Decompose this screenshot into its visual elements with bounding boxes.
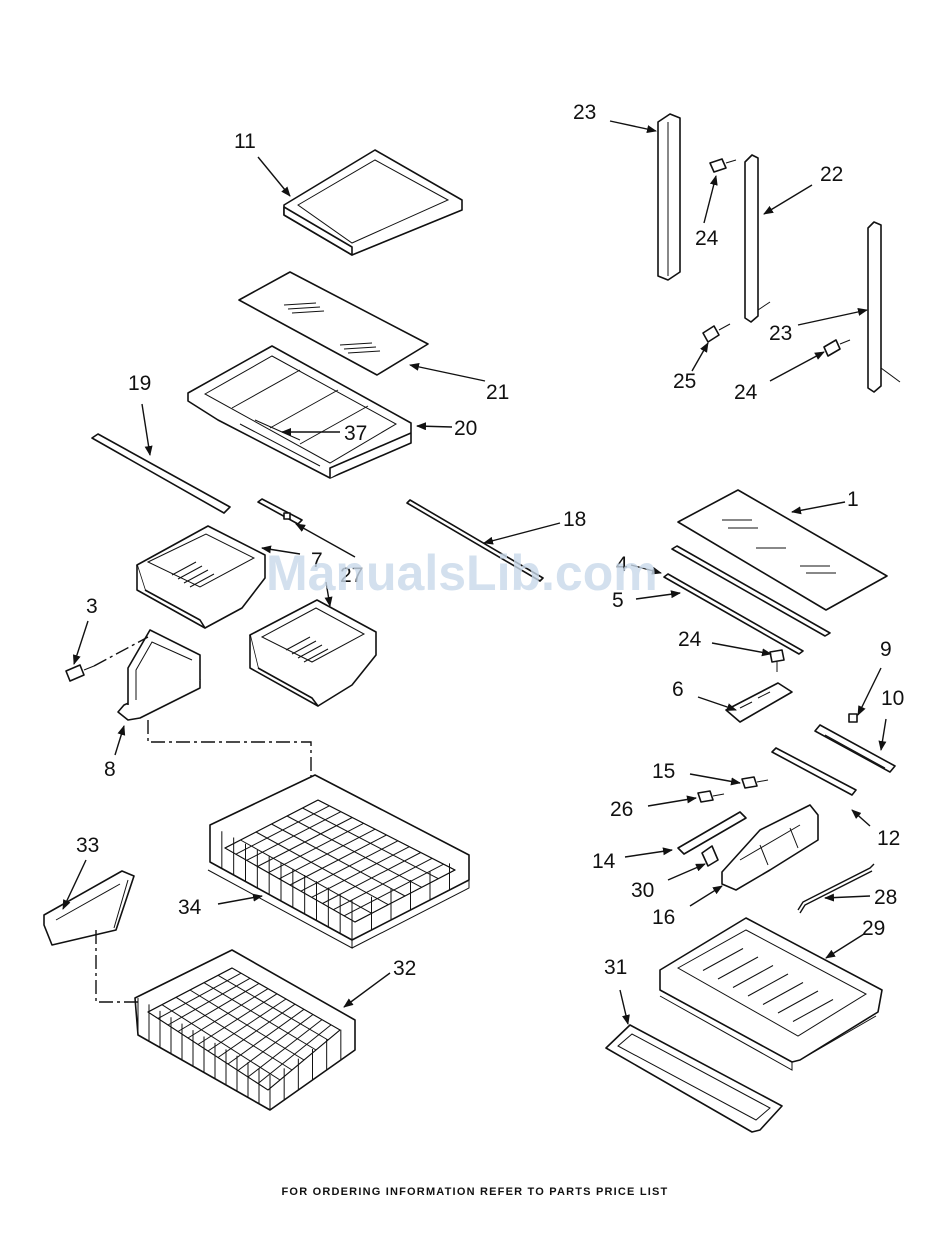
- callout-25: 25: [673, 370, 696, 393]
- tray-part-29: [660, 918, 882, 1070]
- divider-part-33: [44, 871, 134, 945]
- screw-part-25: [703, 324, 730, 342]
- callout-33: 33: [76, 834, 99, 857]
- clip-part-27: [258, 499, 302, 524]
- screw-part-24-middle: [770, 650, 784, 672]
- callout-9: 9: [880, 638, 892, 661]
- clip-part-30: [702, 846, 718, 866]
- rail-part-22: [745, 155, 770, 322]
- callout-24-lower: 24: [734, 381, 758, 404]
- rail-part-12: [772, 748, 856, 795]
- clip-part-9: [849, 714, 857, 722]
- screw-part-24-upper: [710, 159, 736, 172]
- trim-part-19: [92, 434, 230, 513]
- callout-3: 3: [86, 595, 98, 618]
- wire-basket-part-34: [208, 775, 469, 948]
- callout-6: 6: [672, 678, 684, 701]
- callout-8: 8: [104, 758, 116, 781]
- rail-part-23-right: [868, 222, 900, 392]
- screw-part-26: [698, 791, 724, 802]
- callout-30: 30: [631, 879, 654, 902]
- rail-part-23-left: [658, 114, 680, 280]
- callout-37: 37: [344, 422, 367, 445]
- screw-part-15: [742, 777, 768, 788]
- callout-20: 20: [454, 417, 477, 440]
- screw-part-3: [66, 665, 94, 681]
- callout-28: 28: [874, 886, 897, 909]
- callout-29: 29: [862, 917, 885, 940]
- callout-11: 11: [234, 130, 256, 153]
- callout-34: 34: [178, 896, 202, 919]
- wire-basket-part-32: [135, 950, 355, 1110]
- callout-24-upper: 24: [695, 227, 719, 250]
- shelf-frame-part-11: [284, 150, 462, 255]
- rod-part-28: [798, 864, 874, 913]
- callout-16: 16: [652, 906, 675, 929]
- callout-10: 10: [881, 687, 904, 710]
- callout-1: 1: [847, 488, 859, 511]
- rail-part-10: [815, 725, 895, 772]
- ordering-note: FOR ORDERING INFORMATION REFER TO PARTS …: [0, 1186, 950, 1198]
- callout-14: 14: [592, 850, 616, 873]
- callout-23-top: 23: [573, 101, 596, 124]
- callout-21: 21: [486, 381, 509, 404]
- bracket-part-6: [726, 683, 792, 722]
- callout-32: 32: [393, 957, 416, 980]
- callout-26: 26: [610, 798, 633, 821]
- callout-15: 15: [652, 760, 675, 783]
- callout-23-right: 23: [769, 322, 792, 345]
- crisper-drawer-left-part-7: [137, 526, 265, 628]
- watermark: ManualsLib.com: [266, 545, 658, 601]
- callout-12: 12: [877, 827, 900, 850]
- callout-18: 18: [563, 508, 586, 531]
- dash-line-33-32: [96, 930, 140, 1002]
- crisper-drawer-right-part-7: [250, 600, 376, 706]
- callout-24-middle: 24: [678, 628, 702, 651]
- callout-22: 22: [820, 163, 843, 186]
- callout-31: 31: [604, 956, 627, 979]
- screw-part-24-lower: [824, 340, 850, 356]
- callout-19: 19: [128, 372, 151, 395]
- drawer-slide-part-8: [118, 630, 200, 720]
